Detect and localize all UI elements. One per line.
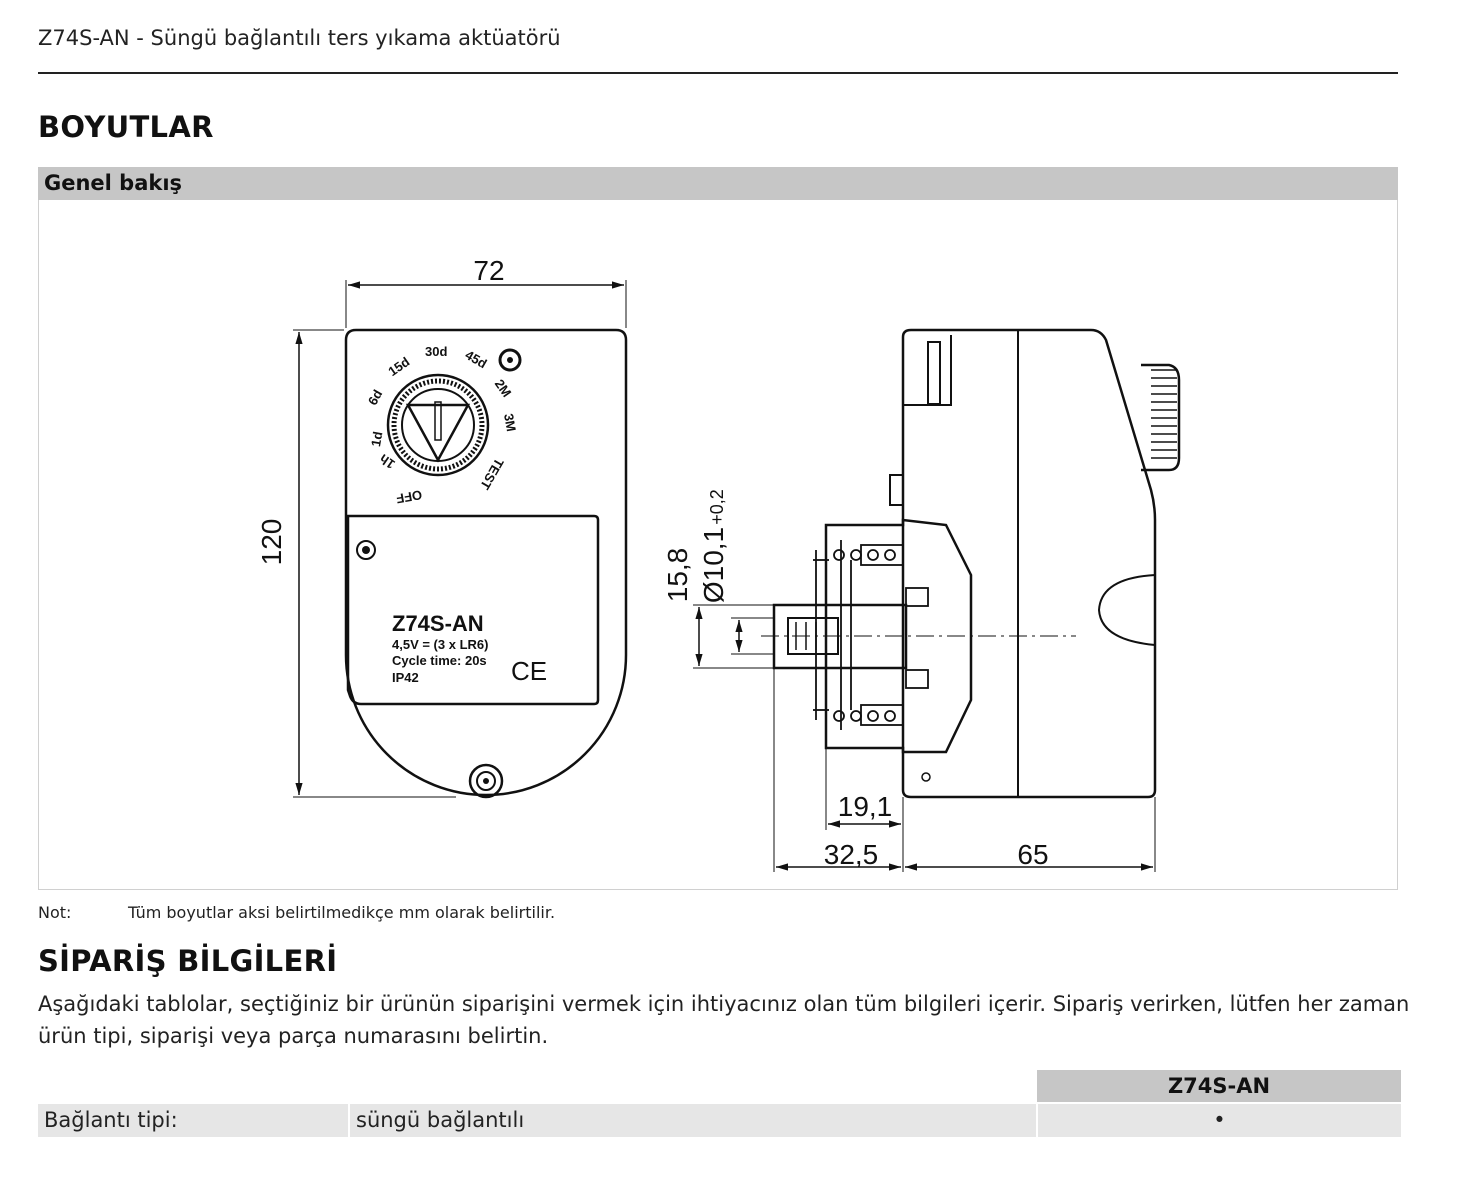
dim-32-5: 32,5 xyxy=(824,839,879,870)
dim-15-8: 15,8 xyxy=(662,548,693,603)
order-table-column-header: Z74S-AN xyxy=(1037,1070,1401,1102)
indicator-led xyxy=(498,348,522,372)
dial-outer-ring xyxy=(386,373,490,477)
bottom-screw xyxy=(468,763,504,799)
column-divider xyxy=(348,1104,350,1137)
dimension-drawing: 1d 6d 15d 30d 45d 2M 3M TEST OFF 1h Z74S… xyxy=(256,255,1181,872)
order-row-label: Bağlantı tipi: xyxy=(44,1108,178,1132)
dial-label-6d: 6d xyxy=(365,387,386,408)
plate-cycle-time: Cycle time: 20s xyxy=(392,653,487,668)
note-label: Not: xyxy=(38,903,72,922)
document-header-title: Z74S-AN - Süngü bağlantılı ters yıkama a… xyxy=(38,26,561,50)
dial-label-45d: 45d xyxy=(463,347,490,371)
front-view: 1d 6d 15d 30d 45d 2M 3M TEST OFF 1h Z74S… xyxy=(256,255,628,799)
dim-diameter-tolerance: +0,2 xyxy=(707,489,727,525)
indicator-led-dot xyxy=(507,357,513,363)
dial-label-test: TEST xyxy=(477,456,507,492)
dial-pointer xyxy=(405,403,471,463)
order-row-availability-mark: • xyxy=(1213,1108,1226,1132)
header-rule xyxy=(38,72,1398,74)
side-knob xyxy=(1141,363,1181,472)
dial-label-30d: 30d xyxy=(425,344,447,359)
dial-label-1h: 1h xyxy=(377,451,398,472)
subheading-overview: Genel bakış xyxy=(44,171,183,195)
front-housing-outline xyxy=(344,328,628,797)
dial-label-1d: 1d xyxy=(368,430,385,448)
section-heading-dimensions: BOYUTLAR xyxy=(38,110,214,144)
section-heading-ordering: SİPARİŞ BİLGİLERİ xyxy=(38,944,338,978)
side-cable-loop xyxy=(1097,574,1156,646)
dial-label-15d: 15d xyxy=(385,354,412,379)
plate-voltage: 4,5V = (3 x LR6) xyxy=(392,637,488,652)
note-text: Tüm boyutlar aksi belirtilmedikçe mm ola… xyxy=(128,903,556,922)
dial-label-3M: 3M xyxy=(501,412,519,432)
side-housing-outline xyxy=(901,328,1157,799)
dimension-drawing-panel: 1d 6d 15d 30d 45d 2M 3M TEST OFF 1h Z74S… xyxy=(38,200,1398,890)
dial-inner xyxy=(401,388,475,462)
side-view: 15,8 Ø10,1 +0,2 19,1 32,5 65 xyxy=(662,328,1181,872)
column-divider xyxy=(1036,1104,1038,1137)
plate-model: Z74S-AN xyxy=(392,611,484,636)
bayonet-coupling xyxy=(824,518,973,754)
dim-width-72: 72 xyxy=(473,255,504,286)
plate-ip-rating: IP42 xyxy=(392,670,419,685)
dial-label-2M: 2M xyxy=(492,376,515,399)
dim-19-1: 19,1 xyxy=(838,791,893,822)
side-upper-cover xyxy=(903,335,952,406)
ce-mark: CE xyxy=(511,656,547,686)
subheading-bar: Genel bakış xyxy=(38,167,1398,200)
dim-diameter: Ø10,1 xyxy=(698,527,729,603)
order-row-value: süngü bağlantılı xyxy=(356,1108,525,1132)
dial-knurl-ring xyxy=(391,378,485,472)
ordering-intro-paragraph: Aşağıdaki tablolar, seçtiğiniz bir ürünü… xyxy=(38,992,1410,1048)
dial-label-off: OFF xyxy=(395,487,423,506)
label-plate xyxy=(346,514,600,706)
plate-screw xyxy=(356,540,376,560)
dim-height-120: 120 xyxy=(256,519,287,566)
dial-pointer-slot xyxy=(434,401,442,441)
dim-65: 65 xyxy=(1017,839,1048,870)
table-row: Bağlantı tipi: süngü bağlantılı • xyxy=(38,1104,1401,1137)
